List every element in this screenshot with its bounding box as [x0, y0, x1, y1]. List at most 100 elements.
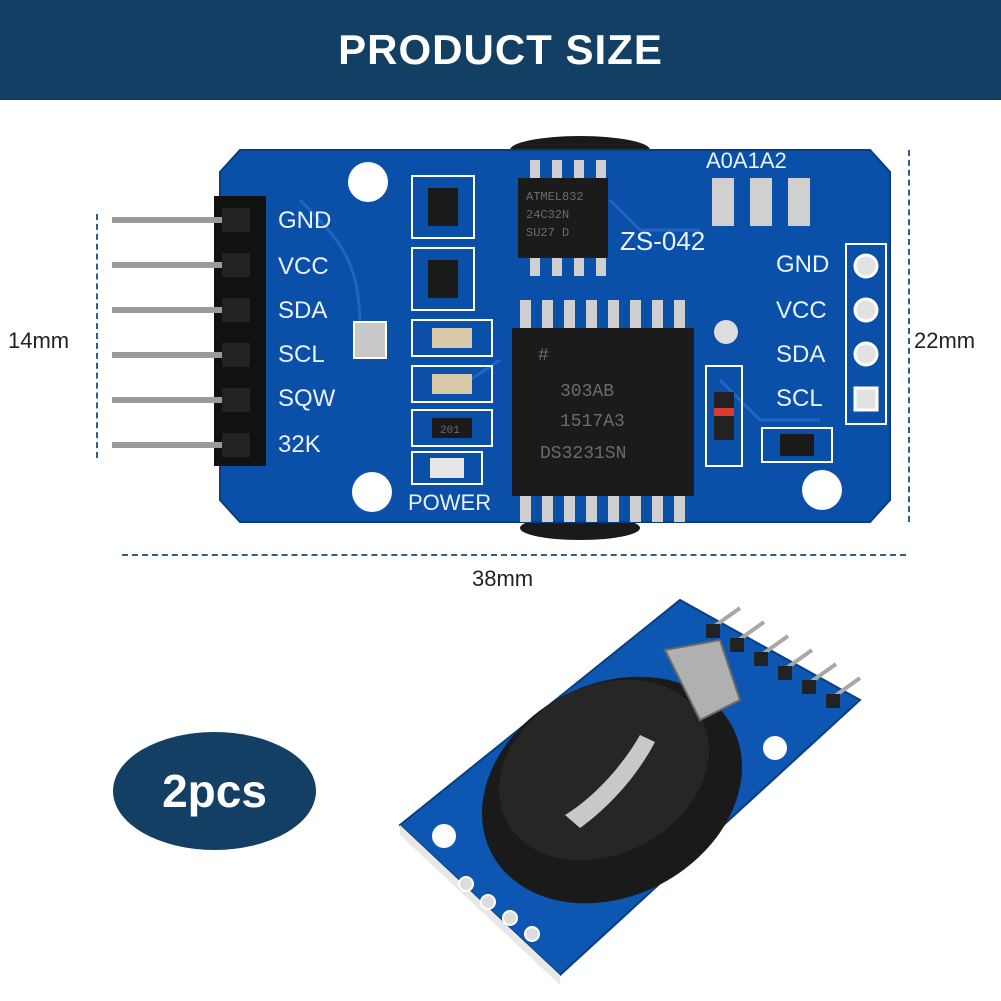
- power-label: POWER: [408, 490, 491, 515]
- chip-pin: [596, 160, 606, 182]
- height-dimension-line-right: [908, 150, 910, 522]
- resistor-code: 201: [440, 425, 460, 437]
- rtc-line-2: 1517A3: [560, 412, 625, 432]
- chip-pin: [630, 300, 641, 332]
- chip-pin: [520, 490, 531, 522]
- right-pin-label-sda: SDA: [776, 341, 825, 368]
- chip-pin: [608, 300, 619, 332]
- pcb-traces: [298, 198, 820, 422]
- pin-label-32k: 32K: [278, 431, 321, 458]
- header-pin-collar: [802, 680, 816, 694]
- header-pin-collar: [222, 343, 250, 367]
- eeprom-line-1: ATMEL832: [526, 190, 584, 204]
- chip-pin: [530, 160, 540, 182]
- right-pads: [845, 243, 887, 425]
- height-dimension-line-left: [96, 214, 98, 458]
- right-pin-label-gnd: GND: [776, 251, 829, 278]
- solder-pad: [714, 320, 738, 344]
- width-dimension-line: [122, 554, 906, 556]
- header-pin-collar: [222, 253, 250, 277]
- diode-outline: [705, 365, 743, 467]
- spring-contact: [565, 735, 655, 828]
- header-pin: [112, 352, 248, 358]
- header-pin: [112, 217, 248, 223]
- bottom-pads-perspective: [458, 876, 540, 942]
- header-pin-collar: [222, 298, 250, 322]
- chip-pin: [564, 490, 575, 522]
- banner-title: PRODUCT SIZE: [338, 26, 663, 73]
- module-perspective-view: [398, 598, 862, 985]
- header-block: [214, 196, 266, 466]
- rtc-line-3: 303AB: [560, 382, 614, 402]
- height-right-label: 22mm: [914, 328, 976, 353]
- eeprom-line-3: SU27 D: [526, 226, 569, 240]
- diode-band: [714, 408, 734, 416]
- resistor: [780, 434, 814, 456]
- chip-pin: [542, 300, 553, 332]
- rtc-chip-mark: #: [538, 346, 549, 366]
- chip-pin: [674, 300, 685, 332]
- rtc-chip: # 303AB 1517A3 DS3231SN: [512, 300, 694, 522]
- eeprom-line-2: 24C32N: [526, 208, 569, 222]
- solder-pad: [353, 321, 387, 359]
- pin-label-scl: SCL: [278, 341, 325, 368]
- mounting-hole: [352, 472, 392, 512]
- chip-pin: [586, 300, 597, 332]
- quantity-text: 2pcs: [162, 765, 267, 817]
- battery-clip: [663, 638, 742, 722]
- header-pin-collar: [222, 433, 250, 457]
- header-pin-collar: [730, 638, 744, 652]
- mounting-hole: [432, 824, 456, 848]
- header-pin: [112, 442, 248, 448]
- height-left-label: 14mm: [8, 328, 70, 353]
- header-pin-collar: [222, 208, 250, 232]
- model-label: ZS-042: [620, 226, 705, 256]
- chip-pin: [596, 254, 606, 276]
- header-pin-collar: [222, 388, 250, 412]
- mounting-hole: [348, 162, 388, 202]
- chip-pin: [530, 254, 540, 276]
- pin-label-gnd: GND: [278, 207, 331, 234]
- eeprom-chip: ATMEL832 24C32N SU27 D: [518, 160, 608, 276]
- chip-pin: [652, 490, 663, 522]
- chip-pin: [608, 490, 619, 522]
- pin-label-sda: SDA: [278, 297, 327, 324]
- passive-components: 201: [411, 175, 493, 485]
- header-pin-collar: [826, 694, 840, 708]
- chip-pin: [552, 254, 562, 276]
- left-pin-labels: GND VCC SDA SCL SQW 32K: [278, 207, 336, 458]
- chip-pin: [652, 300, 663, 332]
- left-header: [112, 196, 266, 466]
- pcb-edge: [400, 825, 560, 985]
- mounting-hole: [802, 470, 842, 510]
- chip-pin: [586, 490, 597, 522]
- header-pin-collar: [754, 652, 768, 666]
- module-top-view: GND VCC SDA SCL SQW 32K 201 POWER: [112, 136, 891, 540]
- battery-holder-well: [499, 679, 709, 861]
- quantity-badge: 2pcs: [113, 732, 316, 850]
- right-pin-label-scl: SCL: [776, 385, 823, 412]
- width-label: 38mm: [472, 566, 534, 591]
- address-label: A0A1A2: [706, 148, 787, 173]
- header-pin: [112, 307, 248, 313]
- chip-pin: [574, 160, 584, 182]
- pin-label-sqw: SQW: [278, 385, 336, 412]
- rtc-line-1: DS3231SN: [540, 444, 626, 464]
- resistor-outline: [761, 427, 833, 463]
- pin-label-vcc: VCC: [278, 253, 329, 280]
- address-pads: [712, 178, 810, 226]
- chip-pin: [574, 254, 584, 276]
- header-pin: [112, 262, 248, 268]
- chip-pin: [520, 300, 531, 332]
- chip-pin: [552, 160, 562, 182]
- title-banner: PRODUCT SIZE: [0, 0, 1001, 100]
- chip-pin: [630, 490, 641, 522]
- mounting-hole: [763, 736, 787, 760]
- chip-pin: [542, 490, 553, 522]
- chip-pin: [564, 300, 575, 332]
- header-pin-collar: [706, 624, 720, 638]
- right-pin-label-vcc: VCC: [776, 297, 827, 324]
- chip-pin: [674, 490, 685, 522]
- header-pin-collar: [778, 666, 792, 680]
